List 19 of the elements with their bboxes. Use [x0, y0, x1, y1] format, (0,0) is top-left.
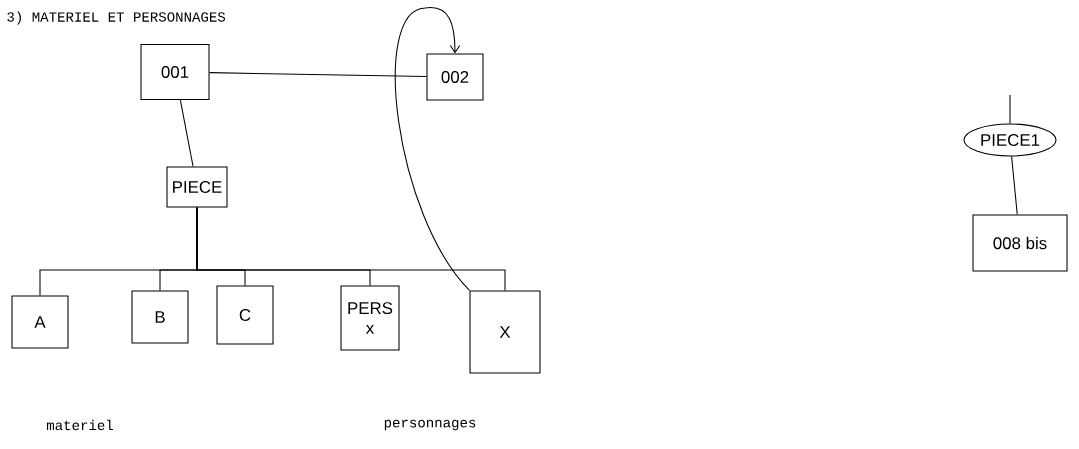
connector-line [209, 72, 427, 77]
box: B [131, 290, 189, 344]
oval-box: PIECE1 [963, 123, 1057, 157]
connector-line [196, 207, 506, 291]
connector-line [1009, 94, 1011, 124]
connector-line [1011, 156, 1018, 215]
box: X [469, 290, 541, 374]
group-label: materiel [46, 419, 113, 431]
box: A [11, 295, 69, 349]
heading: 3) MATERIEL ET PERSONNAGES [7, 11, 226, 25]
box: PIECE [166, 166, 228, 208]
connector-line [179, 99, 194, 167]
box: C [216, 285, 274, 345]
box: 002 [426, 53, 484, 101]
box: 001 [140, 44, 210, 101]
box: 008 bis [972, 214, 1068, 272]
group-label: personnages [384, 419, 476, 431]
box: PERS x [340, 285, 400, 351]
arrow [395, 7, 470, 291]
